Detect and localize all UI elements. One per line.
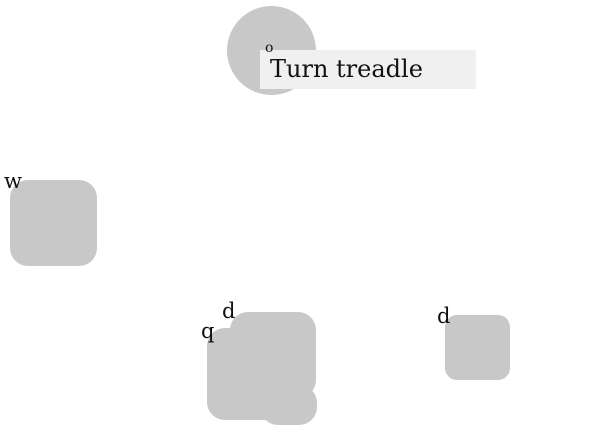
d-key-label-middle: d bbox=[222, 299, 236, 323]
w-key-label: w bbox=[4, 169, 22, 193]
d-key-label-right: d bbox=[437, 304, 451, 328]
turn-treadle-tooltip: Turn treadle bbox=[260, 50, 476, 89]
d-key-square-right[interactable] bbox=[445, 315, 510, 380]
lower-gray-shape bbox=[260, 385, 317, 425]
q-key-label: q bbox=[201, 319, 215, 343]
d-key-square-middle[interactable] bbox=[230, 312, 316, 398]
w-key-square[interactable] bbox=[10, 180, 97, 266]
circle-key-label: o bbox=[265, 40, 274, 56]
